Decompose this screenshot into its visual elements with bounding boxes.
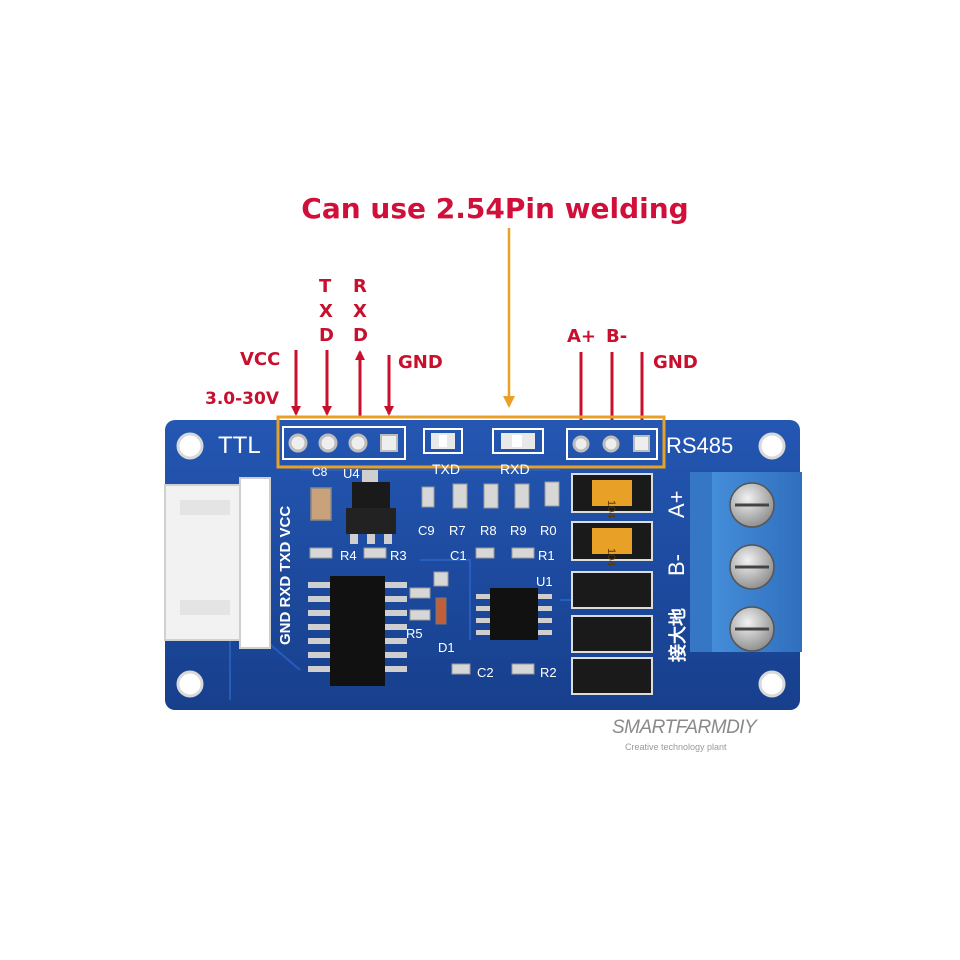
- led-rxd: [492, 428, 544, 454]
- txd-led-label: TXD: [432, 461, 460, 477]
- d1-label: D1: [438, 640, 455, 655]
- terminal-a-label: A+: [664, 490, 689, 518]
- r2-label: R2: [540, 665, 557, 680]
- side-pin-labels: GND RXD TXD VCC: [277, 506, 294, 645]
- txd-letter-t: T: [319, 276, 332, 297]
- screw-terminal: [690, 472, 802, 652]
- txd-letter-x: X: [319, 301, 333, 322]
- terminal-gnd-label: 接大地: [667, 608, 688, 662]
- rxd-led-label: RXD: [500, 461, 530, 477]
- rxd-letter-d: D: [353, 325, 368, 346]
- c1-label: C1: [450, 548, 467, 563]
- smd-misc: [309, 547, 535, 675]
- voltage-label: 3.0-30V: [205, 389, 279, 409]
- rs485-label: RS485: [666, 433, 733, 458]
- jst-connector: [164, 477, 271, 649]
- vcc-label: VCC: [240, 349, 281, 370]
- u1-label: U1: [536, 574, 553, 589]
- tvs-capacitors: [571, 473, 653, 695]
- c2-label: C2: [477, 665, 494, 680]
- ttl-label: TTL: [218, 432, 261, 459]
- ic-u1: [476, 588, 552, 640]
- headline: Can use 2.54Pin welding: [301, 192, 689, 225]
- rxd-letter-r: R: [353, 276, 367, 297]
- gnd-left-label: GND: [398, 352, 443, 373]
- a-plus-label: A+: [567, 326, 597, 347]
- d1-diode: [435, 597, 447, 625]
- rs485-pin-header: [566, 428, 658, 460]
- mounting-holes: [176, 432, 786, 698]
- b-minus-label: B-: [606, 326, 628, 347]
- c9-label: C9: [418, 523, 435, 538]
- watermark-tagline: Creative technology plant: [625, 742, 727, 752]
- c8-label: C8: [312, 465, 328, 479]
- r9-label: R9: [510, 523, 527, 538]
- r4-label: R4: [340, 548, 357, 563]
- led-txd: [423, 428, 463, 454]
- r3-label: R3: [390, 548, 407, 563]
- ic-u2: [308, 576, 407, 686]
- u4-label: U4: [343, 466, 360, 481]
- r1-label: R1: [538, 548, 555, 563]
- cap1-marking: 104: [605, 500, 617, 518]
- u4-regulator: [346, 470, 396, 544]
- smd-row-top: [421, 481, 560, 509]
- r5-label: R5: [406, 626, 423, 641]
- ttl-pin-header: [282, 426, 406, 460]
- terminal-b-label: B-: [664, 554, 689, 576]
- watermark-brand: SMARTFARMDIY: [612, 717, 758, 738]
- r7-label: R7: [449, 523, 466, 538]
- gnd-right-label: GND: [653, 352, 698, 373]
- r0-label: R0: [540, 523, 557, 538]
- c8-capacitor: [310, 487, 332, 521]
- cap2-marking: 104: [605, 548, 617, 566]
- pin-highlight-box: [276, 415, 666, 469]
- rxd-letter-x: X: [353, 301, 367, 322]
- txd-letter-d: D: [319, 325, 334, 346]
- r8-label: R8: [480, 523, 497, 538]
